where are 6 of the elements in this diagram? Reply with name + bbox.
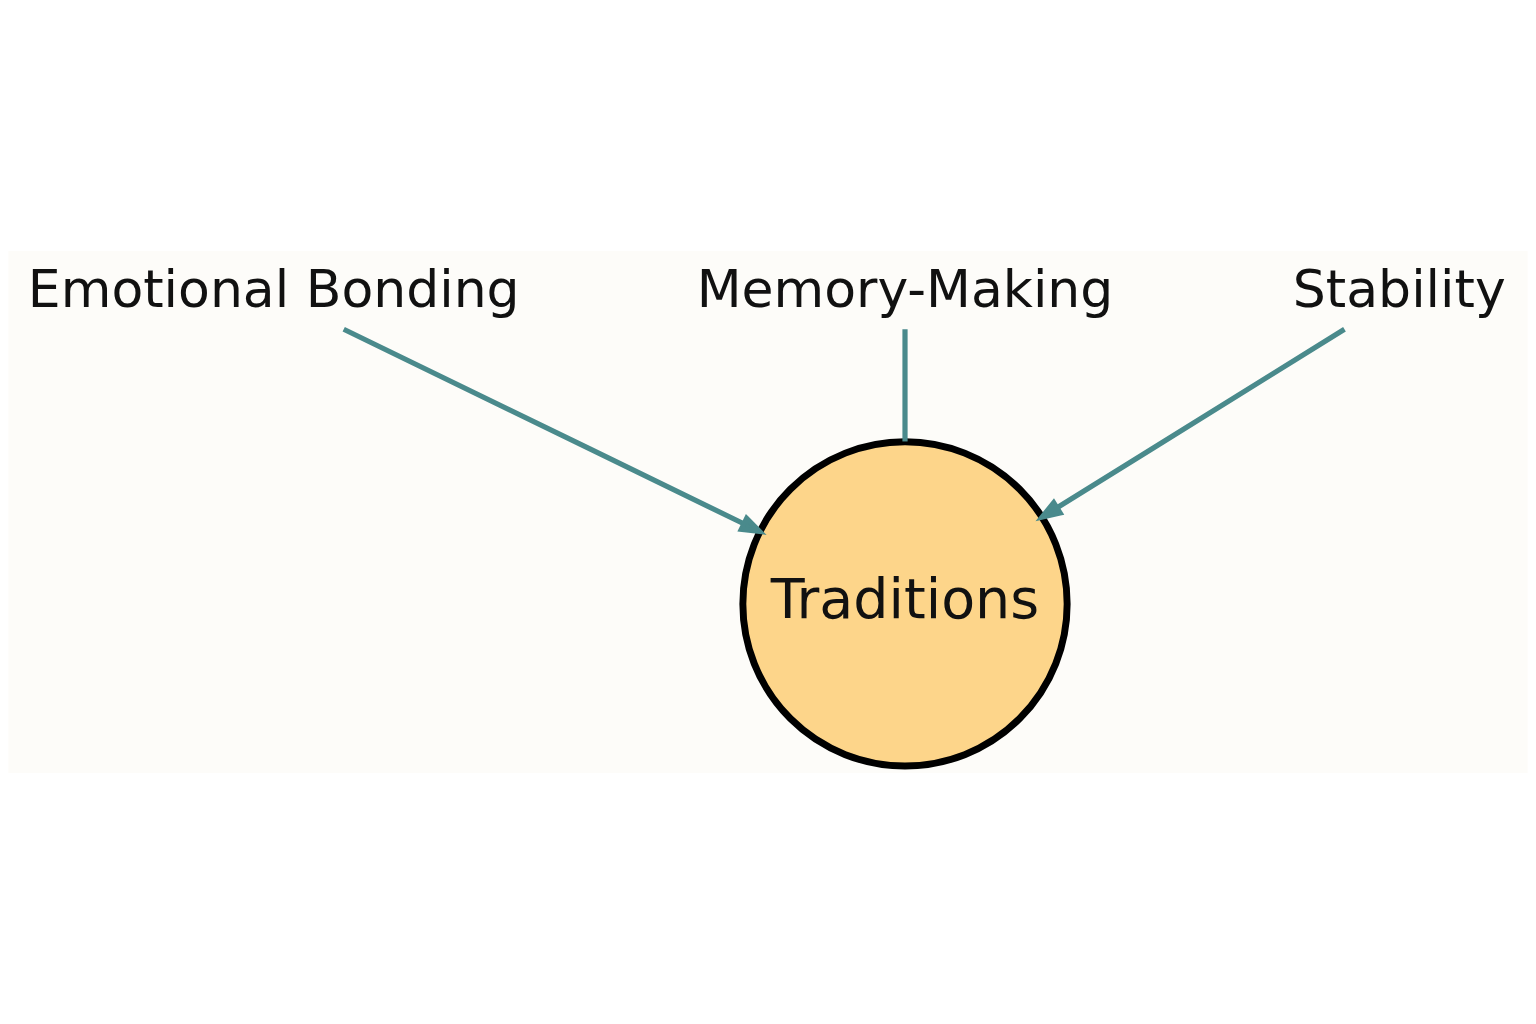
arrow [1035,327,1346,522]
connector [902,329,908,442]
node-text: Stability [1292,258,1506,319]
arrow [342,326,767,535]
node-text: Memory-Making [696,258,1114,319]
node-text: Emotional Bonding [27,258,520,319]
